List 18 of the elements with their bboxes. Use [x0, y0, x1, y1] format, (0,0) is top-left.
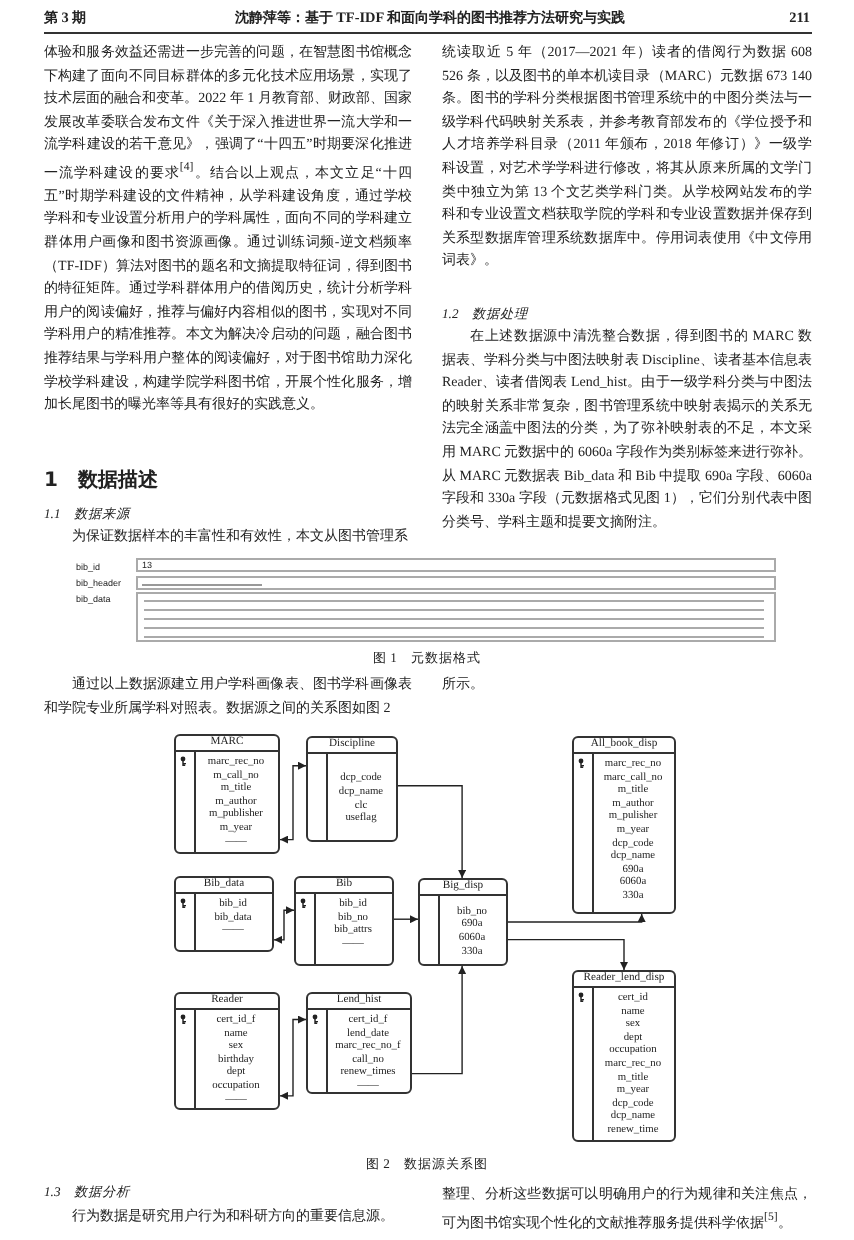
section-heading: 1 数据描述 [44, 468, 160, 494]
entity-table [306, 992, 412, 1094]
connector-arrow [507, 913, 646, 923]
entity-table [174, 992, 280, 1110]
entity-table [418, 878, 508, 966]
connector-arrow [279, 1015, 307, 1100]
connector-arrow [397, 785, 467, 879]
entity-table [174, 876, 274, 952]
entity-table [572, 736, 676, 914]
connector-arrow [411, 965, 467, 1075]
entity-table [572, 970, 676, 1142]
entity-table [306, 736, 398, 842]
connector-arrow [273, 906, 295, 944]
entity-table [174, 734, 280, 854]
entity-table [294, 876, 394, 966]
connector-arrow [393, 915, 419, 924]
connector-arrow [279, 761, 307, 844]
connector-arrow [507, 938, 628, 971]
